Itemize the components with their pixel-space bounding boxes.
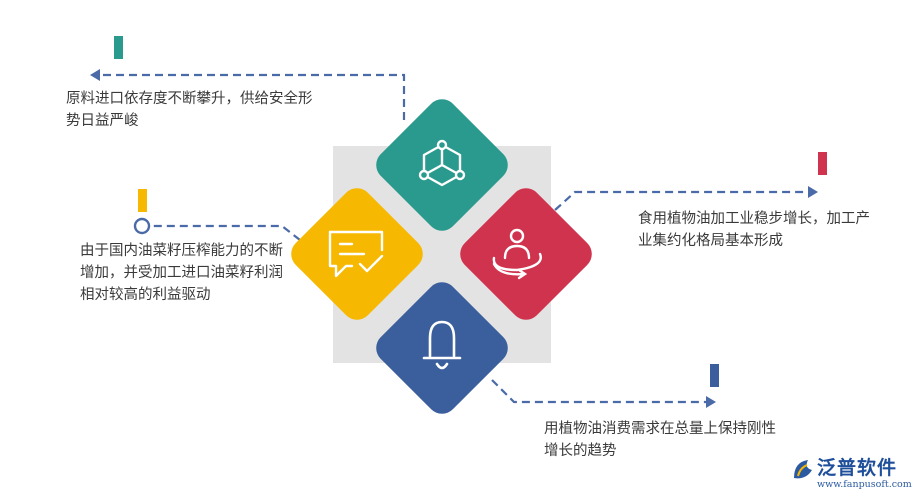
chat-check-icon: [328, 230, 384, 278]
arrowhead-top: [90, 69, 100, 81]
arrowhead-bottom: [706, 396, 716, 408]
logo-name: 泛普软件: [817, 457, 898, 479]
person-orbit-icon: [492, 228, 542, 280]
bell-icon: [422, 320, 462, 370]
text-right: 食用植物油加工业稳步增长，加工产业集约化格局基本形成: [638, 211, 870, 249]
diamond-bottom: [376, 282, 508, 414]
connector-bottom: [491, 379, 708, 404]
connector-left-endpoint: [133, 217, 151, 235]
network-cube-icon: [418, 139, 466, 187]
text-top: 原料进口依存度不断攀升，供给安全形势日益严峻: [66, 91, 313, 129]
arrowhead-right: [808, 186, 818, 198]
logo-url: www.fanpusoft.com: [817, 479, 912, 490]
connector-right: [554, 190, 810, 211]
connector-left: [150, 224, 301, 241]
text-left: 由于国内油菜籽压榨能力的不断增加，并受加工进口油菜籽利润相对较高的利益驱动: [80, 243, 283, 303]
accent-bar-right: [818, 152, 827, 175]
text-bottom: 用植物油消费需求在总量上保持刚性增长的趋势: [544, 421, 776, 459]
accent-bar-bottom: [710, 364, 719, 387]
connector-top: [96, 73, 406, 120]
accent-bar-top: [114, 36, 123, 59]
diamond-right: [460, 188, 592, 320]
logo: 泛普软件 www.fanpusoft.com: [790, 452, 915, 494]
accent-bar-left: [138, 189, 147, 212]
logo-mark-icon: [794, 460, 812, 479]
